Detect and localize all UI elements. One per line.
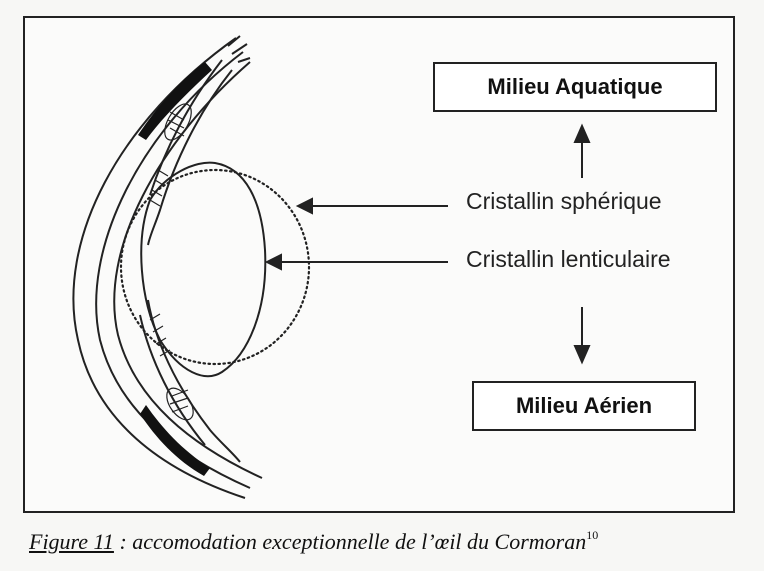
spherical-lens-shape <box>119 168 311 366</box>
upper-ciliary-body <box>164 103 192 141</box>
lower-muscle <box>140 405 210 476</box>
lenticular-lens-shape <box>140 161 267 377</box>
lenticular-lens-label: Cristallin lenticulaire <box>466 246 671 272</box>
outer-cornea-line <box>72 37 246 499</box>
iris-upper <box>147 69 233 246</box>
aerial-medium-box: Milieu Aérien <box>472 381 696 431</box>
footnote-marker: 10 <box>586 528 599 542</box>
iris-upper-inner <box>149 59 223 196</box>
caption-text: : accomodation exceptionnelle de l’œil d… <box>113 529 587 554</box>
aquatic-medium-box: Milieu Aquatique <box>433 62 717 112</box>
figure-caption: Figure 11 : accomodation exceptionnelle … <box>29 528 598 555</box>
figure-reference: Figure 11 <box>29 529 114 554</box>
lower-ciliary-body <box>166 387 194 421</box>
spherical-lens-label: Cristallin sphérique <box>466 188 662 214</box>
upper-muscle <box>138 62 212 140</box>
